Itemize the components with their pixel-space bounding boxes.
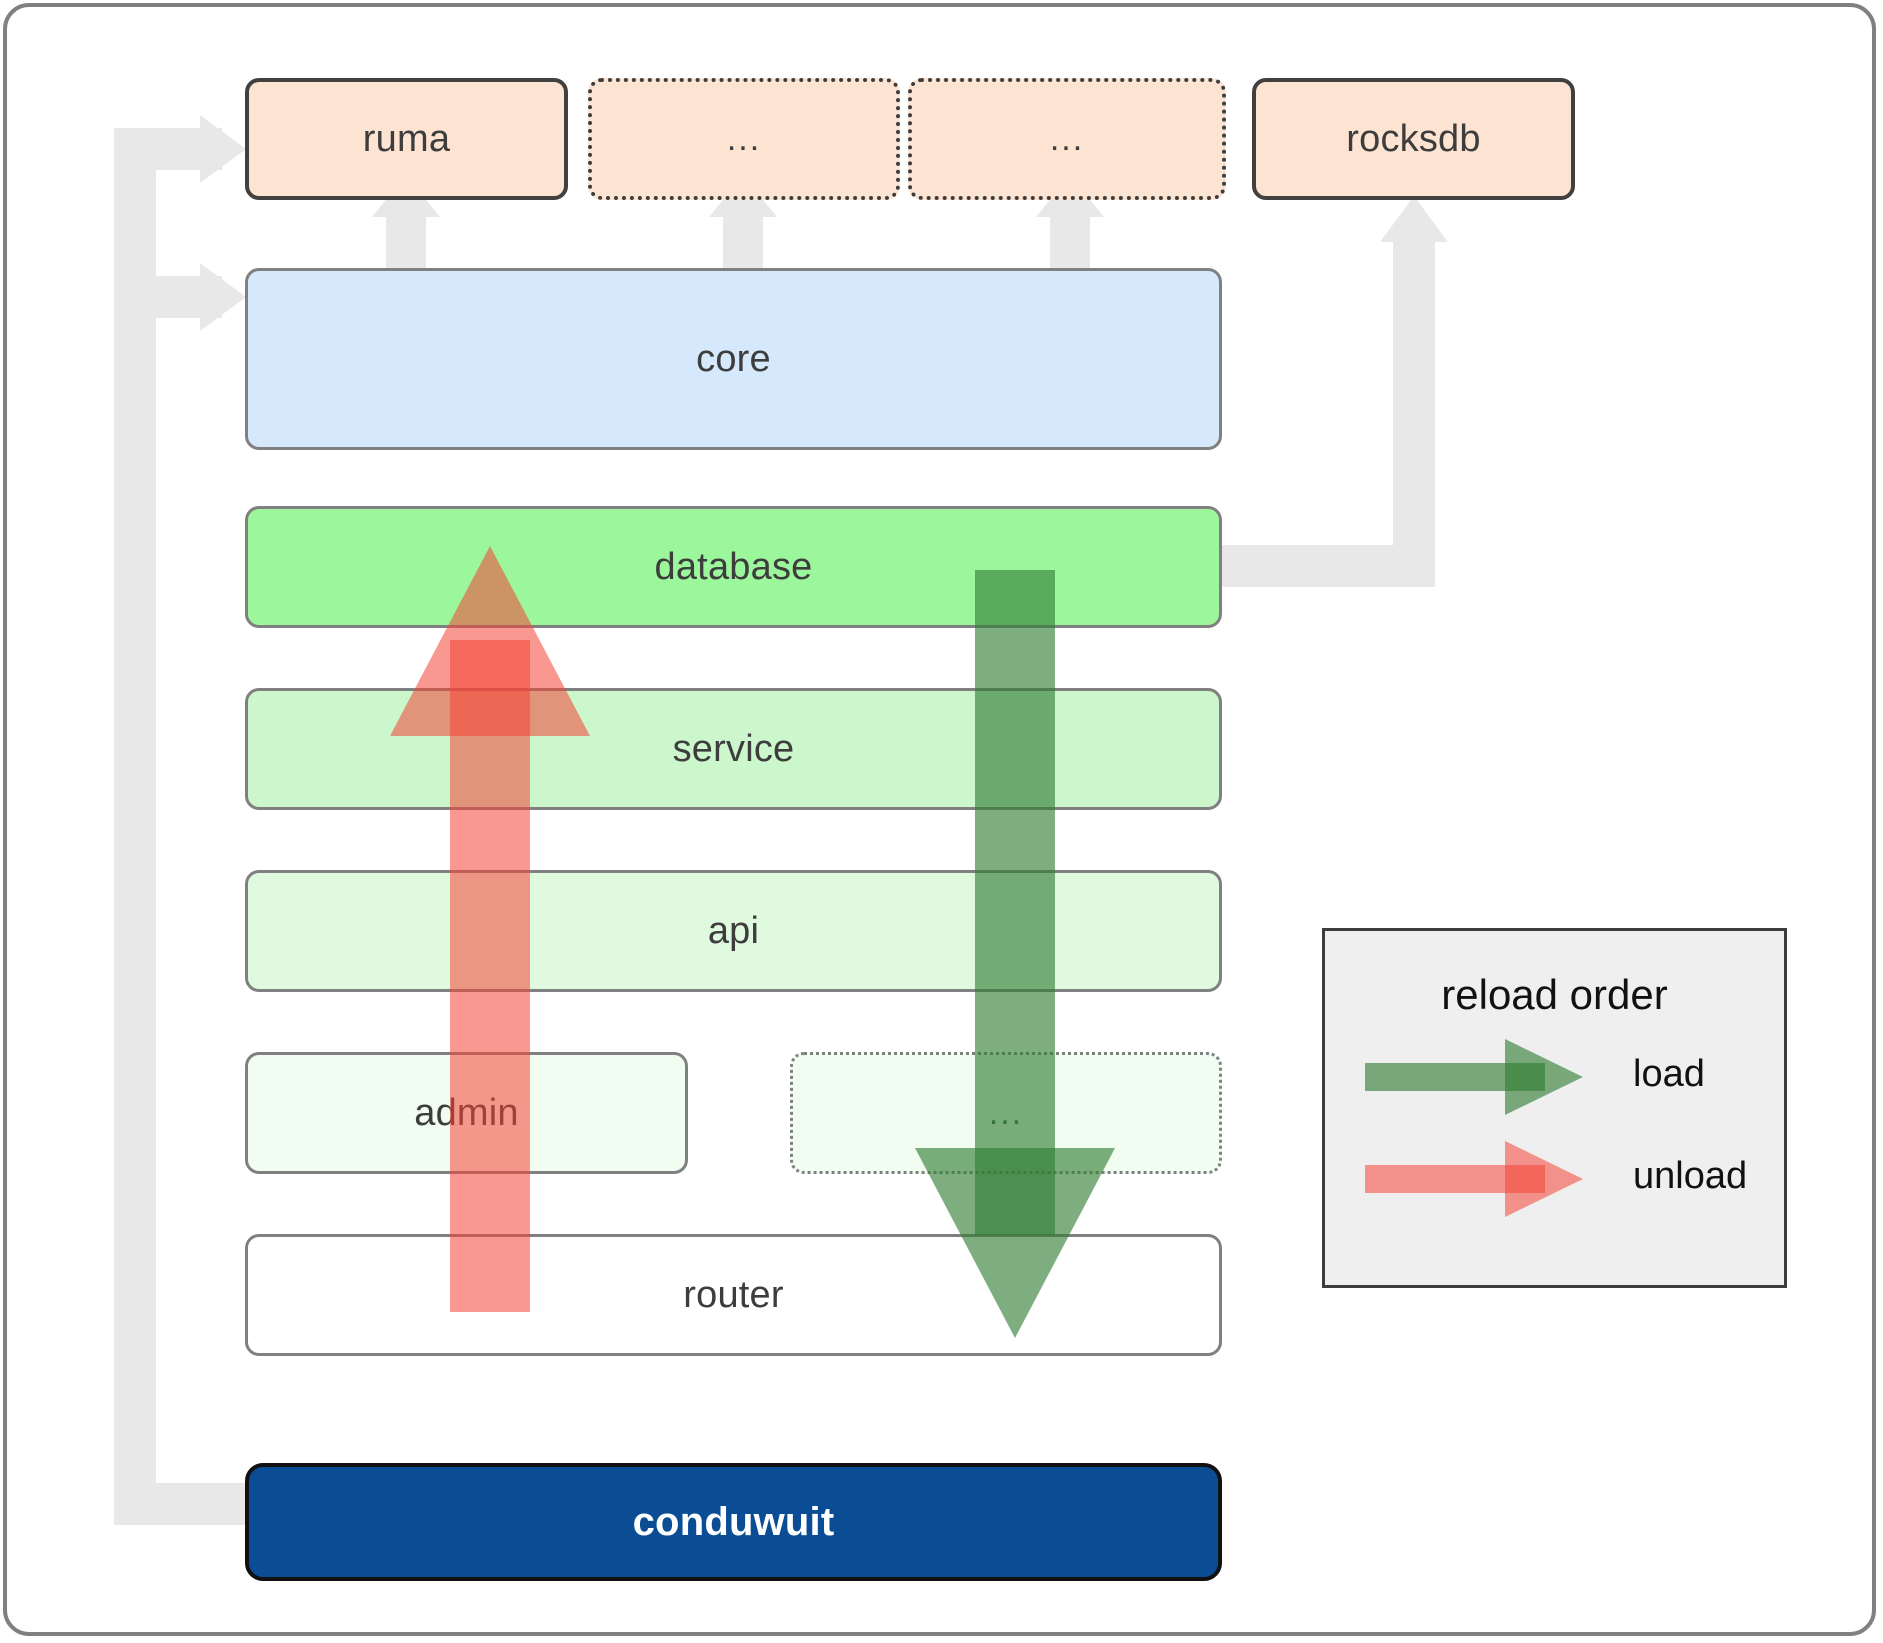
node-label: core (696, 337, 771, 380)
core-to-dep2-arrow (1050, 210, 1090, 270)
node-service[interactable]: service (245, 688, 1222, 810)
core-to-ruma-arrow (386, 210, 426, 270)
connector-arrowhead-rocksdb (1380, 196, 1448, 242)
connector-database-to-rocksdb-horizontal (1214, 545, 1415, 587)
node-core[interactable]: core (245, 268, 1222, 450)
node-label: api (707, 909, 760, 952)
connector-arrowhead-ruma (200, 115, 246, 183)
connector-arrowhead-core (200, 263, 246, 331)
legend-label-load: load (1633, 1053, 1705, 1095)
node-ruma[interactable]: ruma (245, 78, 568, 200)
unload-arrow-shaft (450, 640, 530, 1312)
node-label: database (654, 545, 813, 588)
legend-load-arrow-head (1505, 1039, 1583, 1115)
core-to-dep1-arrow (723, 210, 763, 270)
legend-box: reload order load unload (1322, 928, 1787, 1288)
connector-left-rail (114, 128, 156, 1525)
node-label: rocksdb (1346, 117, 1481, 160)
node-dep-placeholder-1[interactable]: ... (588, 78, 900, 200)
load-arrow-head (915, 1148, 1115, 1338)
node-api[interactable]: api (245, 870, 1222, 992)
node-dep-placeholder-2[interactable]: ... (908, 78, 1226, 200)
node-label: router (683, 1273, 784, 1316)
load-arrow-shaft (975, 570, 1055, 1235)
connector-branch-from-conduwuit (114, 1483, 262, 1525)
diagram-outer-frame (3, 3, 1876, 1636)
node-conduwuit[interactable]: conduwuit (245, 1463, 1222, 1581)
node-label: ... (726, 119, 762, 158)
node-rocksdb[interactable]: rocksdb (1252, 78, 1575, 200)
connector-database-to-rocksdb-vertical (1393, 232, 1435, 587)
legend-label-unload: unload (1633, 1155, 1748, 1197)
node-label: conduwuit (632, 1499, 835, 1544)
legend-unload-arrow-head (1505, 1141, 1583, 1217)
node-label: ruma (362, 117, 451, 160)
node-label: service (672, 727, 795, 770)
unload-arrow-head (390, 546, 590, 736)
node-label: ... (1049, 119, 1085, 158)
legend-title: reload order (1441, 971, 1668, 1018)
